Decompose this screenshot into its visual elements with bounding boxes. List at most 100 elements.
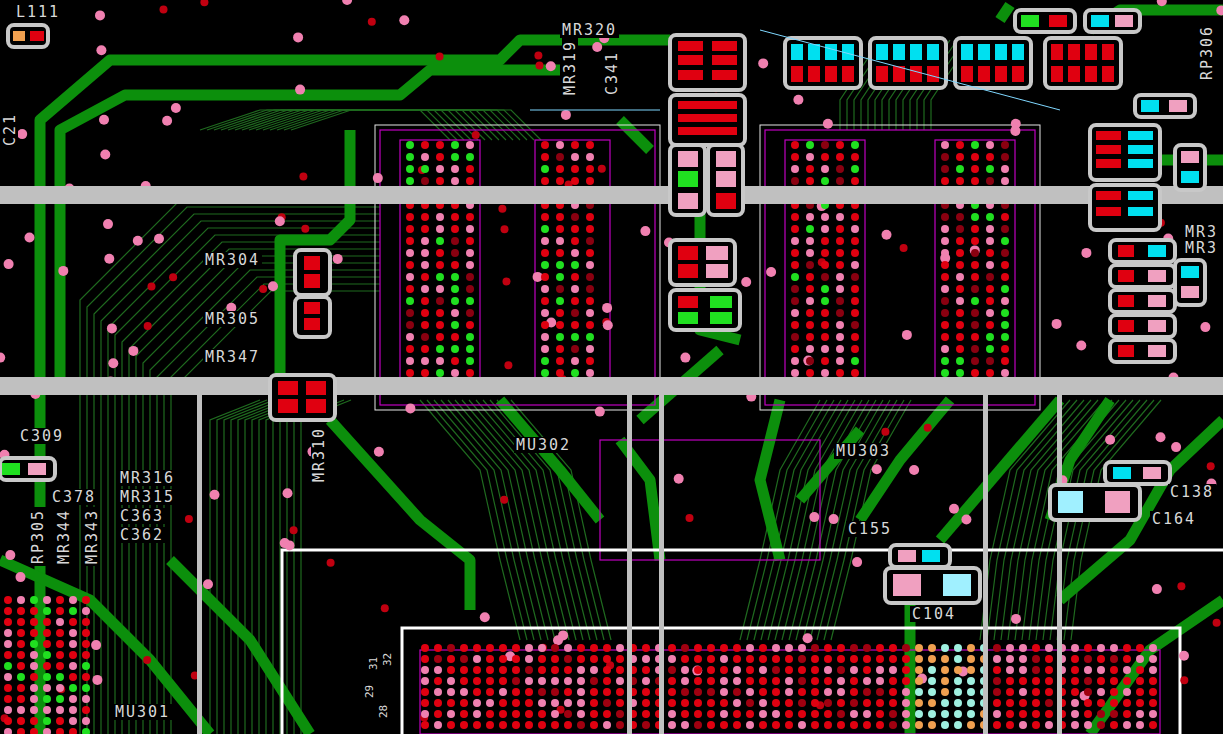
bga-ball bbox=[956, 153, 964, 161]
bga-ball bbox=[406, 297, 414, 305]
via bbox=[299, 173, 307, 181]
bga-ball bbox=[806, 297, 814, 305]
bga-ball bbox=[681, 655, 689, 663]
bga-ball bbox=[791, 213, 799, 221]
bga-ball bbox=[694, 710, 702, 718]
bga-ball bbox=[460, 666, 468, 674]
bga-ball bbox=[436, 153, 444, 161]
pad bbox=[678, 127, 737, 135]
bga-ball bbox=[694, 688, 702, 696]
bga-ball bbox=[1149, 699, 1157, 707]
bga-ball bbox=[447, 677, 455, 685]
bga-ball bbox=[1136, 655, 1144, 663]
via bbox=[1011, 614, 1021, 624]
bga-ball bbox=[1001, 141, 1009, 149]
bga-ball bbox=[466, 249, 474, 257]
bga-ball bbox=[556, 273, 564, 281]
bga-ball bbox=[668, 699, 676, 707]
pad bbox=[278, 399, 298, 413]
bga-ball bbox=[17, 662, 25, 670]
bga-ball bbox=[571, 225, 579, 233]
pad bbox=[1169, 100, 1187, 112]
bga-ball bbox=[421, 237, 429, 245]
bga-ball bbox=[824, 655, 832, 663]
reference-designator: MR344 bbox=[56, 507, 72, 566]
bga-ball bbox=[421, 655, 429, 663]
bga-ball bbox=[436, 297, 444, 305]
bga-ball bbox=[541, 213, 549, 221]
bga-ball bbox=[556, 141, 564, 149]
bga-ball bbox=[1006, 644, 1014, 652]
bga-ball bbox=[971, 165, 979, 173]
bga-ball bbox=[499, 677, 507, 685]
bga-ball bbox=[876, 644, 884, 652]
bga-ball bbox=[43, 607, 51, 615]
via bbox=[327, 559, 335, 567]
bga-ball bbox=[876, 655, 884, 663]
bga-ball bbox=[1071, 644, 1079, 652]
bga-ball bbox=[551, 666, 559, 674]
bga-ball bbox=[460, 644, 468, 652]
bga-ball bbox=[902, 644, 910, 652]
bga-ball bbox=[406, 333, 414, 341]
bga-ball bbox=[836, 321, 844, 329]
bga-ball bbox=[586, 357, 594, 365]
footprint bbox=[670, 145, 705, 215]
via bbox=[546, 61, 556, 71]
via bbox=[536, 62, 544, 70]
bga-ball bbox=[1084, 677, 1092, 685]
bga-ball bbox=[986, 165, 994, 173]
bga-ball bbox=[82, 673, 90, 681]
bga-ball bbox=[806, 261, 814, 269]
bga-ball bbox=[785, 699, 793, 707]
bga-ball bbox=[811, 644, 819, 652]
bga-ball bbox=[850, 699, 858, 707]
bga-ball bbox=[956, 225, 964, 233]
bga-ball bbox=[791, 165, 799, 173]
bga-ball bbox=[733, 688, 741, 696]
pad bbox=[678, 55, 703, 65]
bga-ball bbox=[821, 369, 829, 377]
via bbox=[592, 42, 602, 52]
bga-ball bbox=[889, 688, 897, 696]
bga-ball bbox=[971, 297, 979, 305]
bga-ball bbox=[1032, 655, 1040, 663]
footprint bbox=[1110, 315, 1175, 337]
bga-ball bbox=[681, 710, 689, 718]
pad bbox=[712, 41, 737, 51]
bga-ball bbox=[4, 684, 12, 692]
bga-ball bbox=[851, 213, 859, 221]
bga-ball bbox=[603, 688, 611, 696]
bga-ball bbox=[1084, 721, 1092, 729]
bga-ball bbox=[586, 297, 594, 305]
pad bbox=[678, 70, 703, 80]
bga-ball bbox=[707, 721, 715, 729]
bga-ball bbox=[863, 677, 871, 685]
bga-ball bbox=[993, 655, 1001, 663]
bga-ball bbox=[759, 655, 767, 663]
bga-ball bbox=[586, 333, 594, 341]
reference-designator: MR310 bbox=[311, 425, 327, 484]
bga-ball bbox=[806, 309, 814, 317]
bga-ball bbox=[571, 321, 579, 329]
bga-ball bbox=[642, 666, 650, 674]
bga-ball bbox=[69, 673, 77, 681]
pad bbox=[1068, 44, 1080, 60]
bga-ball bbox=[541, 285, 549, 293]
bga-ball bbox=[956, 333, 964, 341]
bga-ball bbox=[30, 651, 38, 659]
bga-ball bbox=[642, 721, 650, 729]
pad bbox=[1148, 245, 1166, 257]
bga-ball bbox=[406, 321, 414, 329]
bga-ball bbox=[43, 662, 51, 670]
bga-ball bbox=[586, 177, 594, 185]
bga-ball bbox=[17, 695, 25, 703]
pad bbox=[1118, 320, 1134, 332]
footprint bbox=[885, 568, 980, 603]
bga-ball bbox=[956, 165, 964, 173]
bga-ball bbox=[69, 728, 77, 734]
bga-ball bbox=[1045, 699, 1053, 707]
bga-ball bbox=[1019, 721, 1027, 729]
bga-ball bbox=[772, 677, 780, 685]
bga-ball bbox=[824, 688, 832, 696]
